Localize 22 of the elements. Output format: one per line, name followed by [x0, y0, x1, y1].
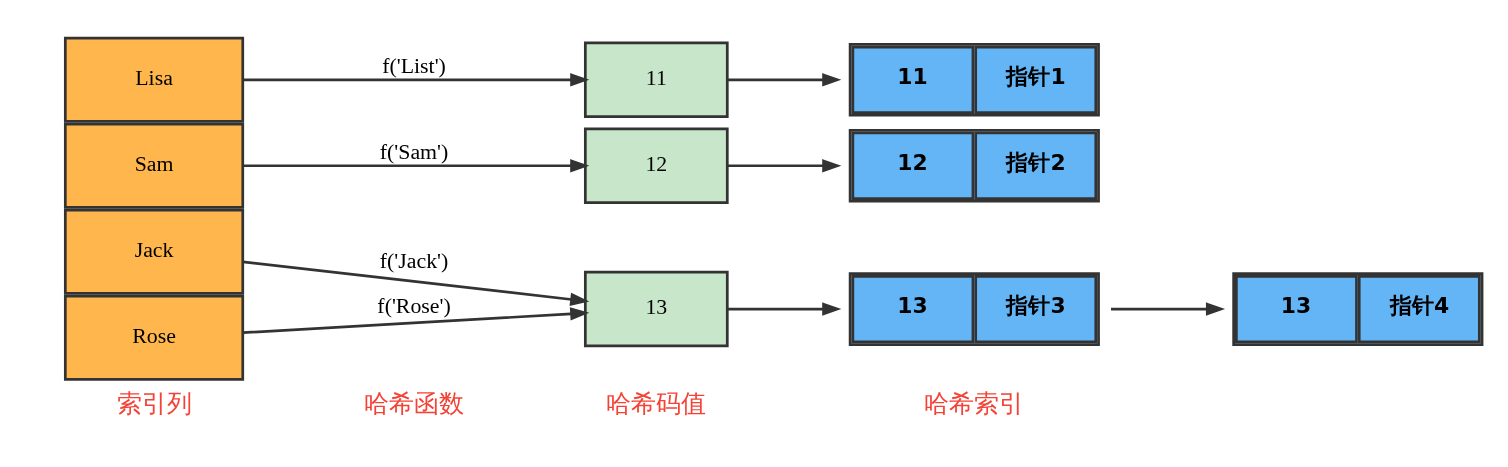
arrow [1111, 301, 1226, 316]
edge-label: f('Jack') [379, 248, 449, 273]
node-box: Sam [63, 122, 245, 209]
node-box: 13 [583, 270, 729, 347]
edge-label: f('Sam') [379, 139, 449, 164]
label: 哈希索引 [924, 389, 1025, 417]
arrow [243, 72, 590, 86]
edge-label: f('List') [382, 53, 446, 78]
arrow [242, 259, 590, 306]
arrow [727, 72, 842, 86]
node-box: 11 [583, 41, 729, 118]
label: 哈希函数 [364, 389, 465, 417]
node-box: 12 [583, 127, 729, 204]
arrow [727, 158, 842, 172]
node-box: Lisa [63, 36, 245, 123]
arrow [727, 301, 842, 316]
arrow [243, 158, 590, 172]
node-box: Rose [63, 294, 245, 381]
node-box: Jack [63, 208, 245, 295]
label: 哈希码值 [606, 389, 707, 417]
arrow [242, 306, 590, 334]
edge-label: f('Rose') [377, 293, 451, 318]
